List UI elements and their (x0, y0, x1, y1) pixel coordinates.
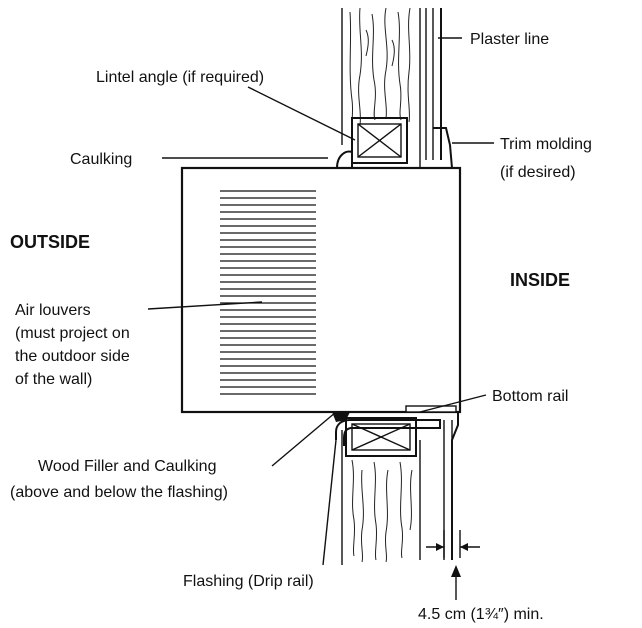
air-louvers-note-2: the outdoor side (15, 348, 130, 365)
caulking-label: Caulking (70, 151, 132, 168)
trim-molding-label: Trim molding (500, 136, 592, 153)
inside-label: INSIDE (510, 270, 570, 290)
lintel-angle-label: Lintel angle (if required) (96, 69, 264, 86)
air-louvers-label: Air louvers (15, 302, 91, 319)
air-louvers-note-1: (must project on (15, 325, 130, 342)
bottom-rail-label: Bottom rail (492, 388, 568, 405)
flashing-label: Flashing (Drip rail) (183, 573, 314, 590)
outside-label: OUTSIDE (10, 232, 90, 252)
plaster-line-label: Plaster line (470, 31, 549, 48)
lower-wall (332, 411, 459, 565)
air-conditioner-unit (180, 166, 462, 414)
wood-filler-note: (above and below the flashing) (10, 484, 228, 501)
upper-wall (336, 7, 453, 169)
wood-filler-label: Wood Filler and Caulking (38, 458, 216, 475)
trim-molding-sub-label: (if desired) (500, 164, 576, 181)
air-louvers-note-3: of the wall) (15, 371, 92, 388)
leader-lines (147, 37, 494, 600)
clearance-label: 4.5 cm (1¾″) min. (418, 606, 544, 623)
labels: Plaster line Lintel angle (if required) … (10, 31, 592, 623)
